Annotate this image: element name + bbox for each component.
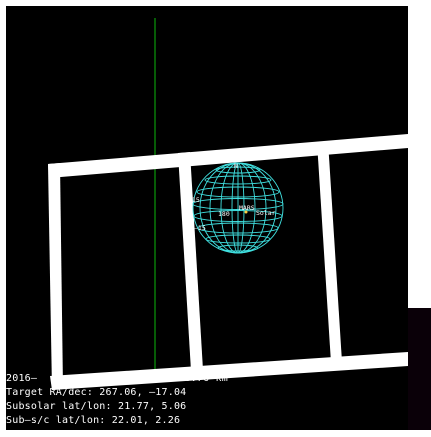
subsolar-text: Subsolar lat/lon: 21.77, 5.06 xyxy=(6,401,187,412)
sub-spacecraft-text: Sub–s/c lat/lon: 22.01, 2.26 xyxy=(6,415,181,426)
mars-globe xyxy=(192,162,284,254)
date-distance-line: 2016– 5141788.76 km xyxy=(6,373,228,385)
target-label: MARS xyxy=(239,204,255,212)
north-label: N xyxy=(234,162,238,170)
globe-labels: N 15 –15 180 MARS Solar xyxy=(192,162,276,232)
instrument-frame xyxy=(48,134,408,390)
lat-label-upper: 15 xyxy=(192,196,200,204)
subsolar-label: Solar xyxy=(256,209,276,217)
lon-label: 180 xyxy=(218,210,230,218)
lat-label-lower: –15 xyxy=(194,224,206,232)
target-ra-dec-text: Target RA/dec: 267.06, –17.04 xyxy=(6,387,187,398)
planetary-scene: N 15 –15 180 MARS Solar xyxy=(48,18,408,390)
distance-text: 5141788.76 km xyxy=(147,373,228,384)
planetary-view-canvas[interactable]: N 15 –15 180 MARS Solar xyxy=(6,6,408,430)
date-text: 2016– xyxy=(6,373,38,384)
side-panel-edge xyxy=(408,308,431,430)
subsolar-point-marker xyxy=(244,210,248,214)
